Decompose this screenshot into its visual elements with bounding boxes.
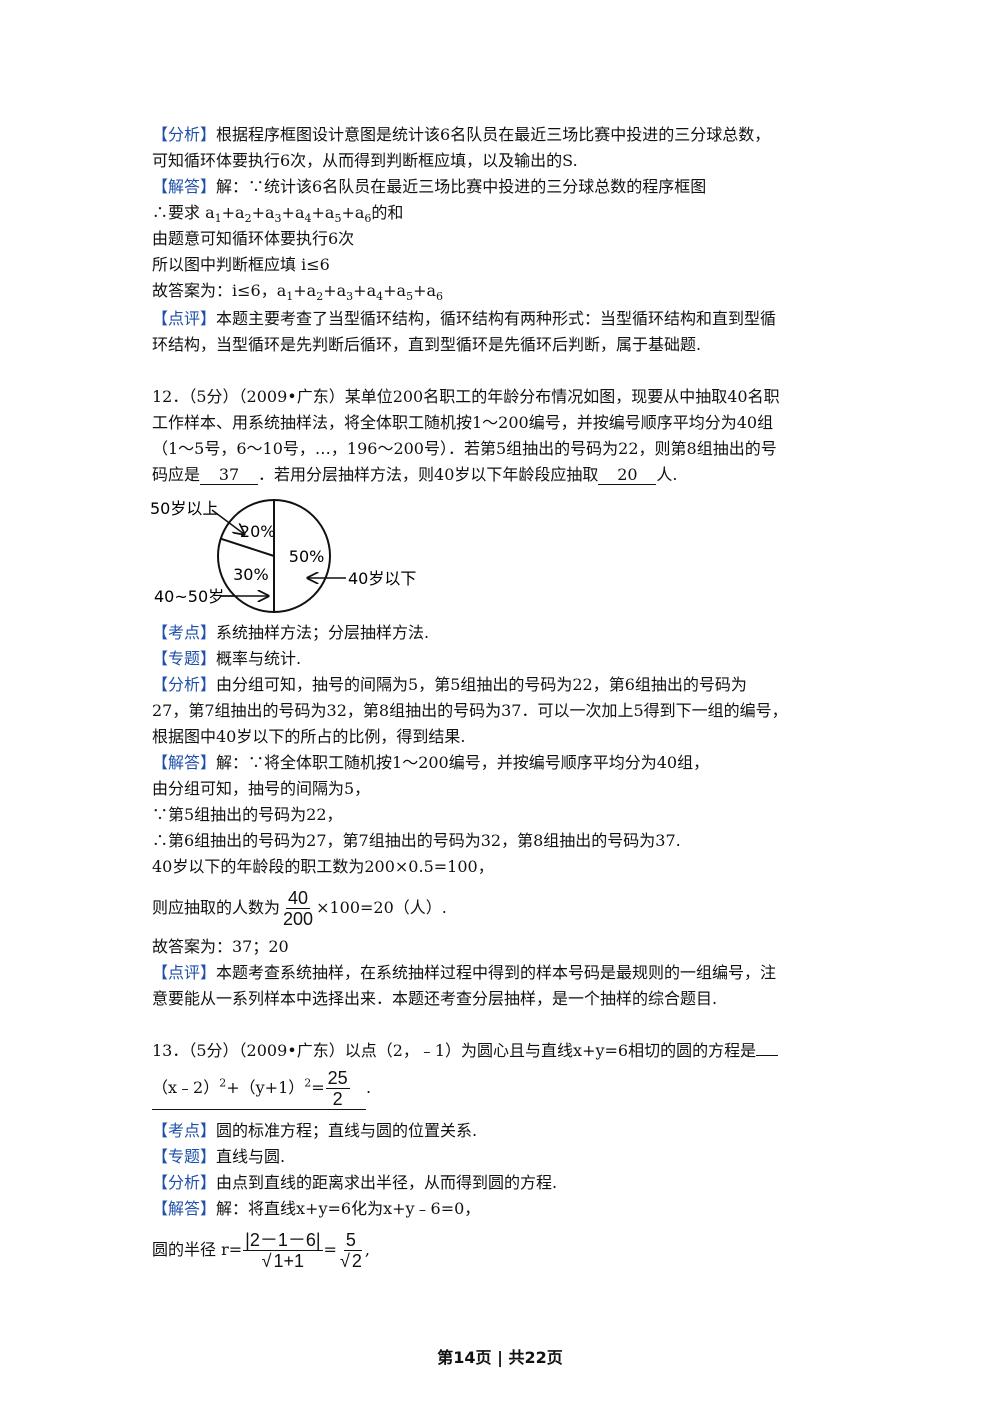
q13-solution-line-1: 【解答】解：将直线x+y=6化为x+y﹣6=0， — [152, 1199, 481, 1218]
answer-blank-2: 20 — [598, 466, 657, 485]
radius-fraction: |2－1－6|√1+1 — [243, 1230, 323, 1271]
q12-solution-line-7: 故答案为：37；20 — [152, 937, 289, 956]
category-label-40-50: 40~50岁 — [154, 587, 224, 606]
q13-solution-line-2: 圆的半径 r=|2－1－6|√1+1=5√2, — [152, 1230, 370, 1271]
q12-stem-line-2: 工作样本、用系统抽样法，将全体职工随机按1～200编号，并按编号顺序平均分为40… — [152, 413, 774, 432]
solution-tag: 【解答】 — [152, 753, 217, 772]
q11-solution-line-3: 由题意可知循环体要执行6次 — [152, 229, 355, 248]
answer-blank-1: 37 — [200, 466, 259, 485]
solution-tag: 【解答】 — [152, 1199, 217, 1218]
q12-analysis-line-1: 【分析】由分组可知，抽号的间隔为5，第5组抽出的号码为22，第6组抽出的号码为 — [152, 675, 747, 694]
q11-solution-line-2: ∴要求 a1+a2+a3+a4+a5+a6的和 — [152, 203, 404, 226]
zhuanti-tag: 【专题】 — [152, 649, 217, 668]
q11-solution-line-1: 【解答】解：∵统计该6名队员在最近三场比赛中投进的三分球总数的程序框图 — [152, 177, 707, 196]
slice-40-50-label: 30% — [233, 565, 269, 584]
page-footer: 第14页 | 共22页 — [437, 1348, 563, 1367]
callout-arrow-50-plus — [211, 509, 244, 534]
analysis-tag: 【分析】 — [152, 675, 217, 694]
slice-under-40-label: 50% — [289, 547, 325, 566]
q12-solution-line-5: 40岁以下的年龄段的职工数为200×0.5=100， — [152, 857, 494, 876]
q12-solution-line-2: 由分组可知，抽号的间隔为5， — [152, 779, 371, 798]
q11-solution-line-5: 故答案为：i≤6，a1+a2+a3+a4+a5+a6 — [152, 281, 444, 304]
category-label-under-40: 40岁以下 — [348, 569, 416, 588]
analysis-tag: 【分析】 — [152, 125, 217, 144]
analysis-tag: 【分析】 — [152, 1173, 217, 1192]
q12-solution-line-1: 【解答】解：∵将全体职工随机按1～200编号，并按编号顺序平均分为40组， — [152, 753, 710, 772]
q13-zhuanti-line: 【专题】直线与圆. — [152, 1147, 286, 1166]
comment-tag: 【点评】 — [152, 963, 217, 982]
radius-fraction-2: 5√2 — [339, 1230, 362, 1271]
kaodian-tag: 【考点】 — [152, 1121, 217, 1140]
q12-stem-line-3: （1～5号，6～10号，…，196～200号）．若第5组抽出的号码为22，则第8… — [152, 439, 777, 458]
q11-analysis-line-1: 【分析】根据程序框图设计意图是统计该6名队员在最近三场比赛中投进的三分球总数， — [152, 125, 771, 144]
slice-50-plus-edge — [220, 537, 275, 557]
q12-kaodian-line: 【考点】系统抽样方法；分层抽样方法. — [152, 623, 430, 642]
q11-comment-line-2: 环结构，当型循环是先判断后循环，直到型循环是先循环后判断，属于基础题. — [152, 335, 702, 354]
q11-solution-line-4: 所以图中判断框应填 i≤6 — [152, 255, 330, 274]
slice-50-plus-label: 20% — [240, 522, 276, 541]
q12-analysis-line-2: 27，第7组抽出的号码为32，第8组抽出的号码为37．可以一次加上5得到下一组的… — [152, 701, 788, 720]
q12-solution-line-3: ∵第5组抽出的号码为22， — [152, 805, 343, 824]
age-pie-chart: 50% 30% 20% 50岁以上 40~50岁 40岁以下 — [150, 499, 416, 613]
q13-kaodian-line: 【考点】圆的标准方程；直线与圆的位置关系. — [152, 1121, 478, 1140]
q11-analysis-line-2: 可知循环体要执行6次，从而得到判断框应填，以及输出的S. — [152, 151, 578, 170]
q12-zhuanti-line: 【专题】概率与统计. — [152, 649, 302, 668]
q12-comment-line-1: 【点评】本题考查系统抽样，在系统抽样过程中得到的样本号码是最规则的一组编号，注 — [152, 963, 777, 982]
comment-tag: 【点评】 — [152, 309, 217, 328]
q12-stem-line-1: 12．（5分）（2009•广东）某单位200名职工的年龄分布情况如图，现要从中抽… — [152, 387, 780, 406]
q13-stem-line-1: 13．（5分）（2009•广东）以点（2，﹣1）为圆心且与直线x+y=6相切的圆… — [152, 1040, 779, 1062]
q12-comment-line-2: 意要能从一系列样本中选择出来．本题还考查分层抽样，是一个抽样的综合题目. — [152, 989, 718, 1008]
zhuanti-tag: 【专题】 — [152, 1147, 217, 1166]
kaodian-tag: 【考点】 — [152, 623, 217, 642]
category-label-50-plus: 50岁以上 — [150, 499, 218, 518]
q12-analysis-line-3: 根据图中40岁以下的所占的比例，得到结果. — [152, 727, 466, 746]
q13-analysis-line: 【分析】由点到直线的距离求出半径，从而得到圆的方程. — [152, 1173, 558, 1192]
solution-tag: 【解答】 — [152, 177, 217, 196]
q11-comment-line-1: 【点评】本题主要考查了当型循环结构，循环结构有两种形式：当型循环结构和直到型循 — [152, 309, 777, 328]
q12-solution-line-4: ∴第6组抽出的号码为27，第7组抽出的号码为32，第8组抽出的号码为37. — [152, 831, 681, 850]
